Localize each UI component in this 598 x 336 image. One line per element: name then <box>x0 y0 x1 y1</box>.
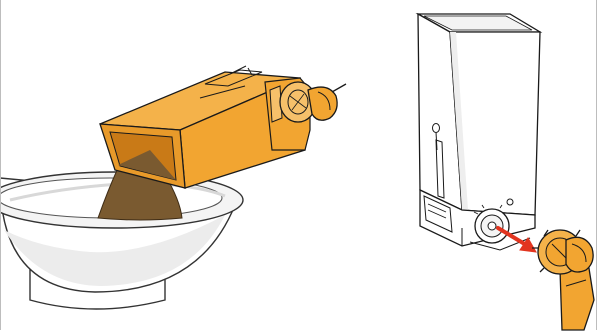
detached-orange-dial <box>532 230 594 330</box>
orange-container-pouring <box>100 66 346 188</box>
panel-pour <box>0 66 346 309</box>
hopper-container <box>418 14 540 250</box>
panel-detach <box>418 14 594 330</box>
